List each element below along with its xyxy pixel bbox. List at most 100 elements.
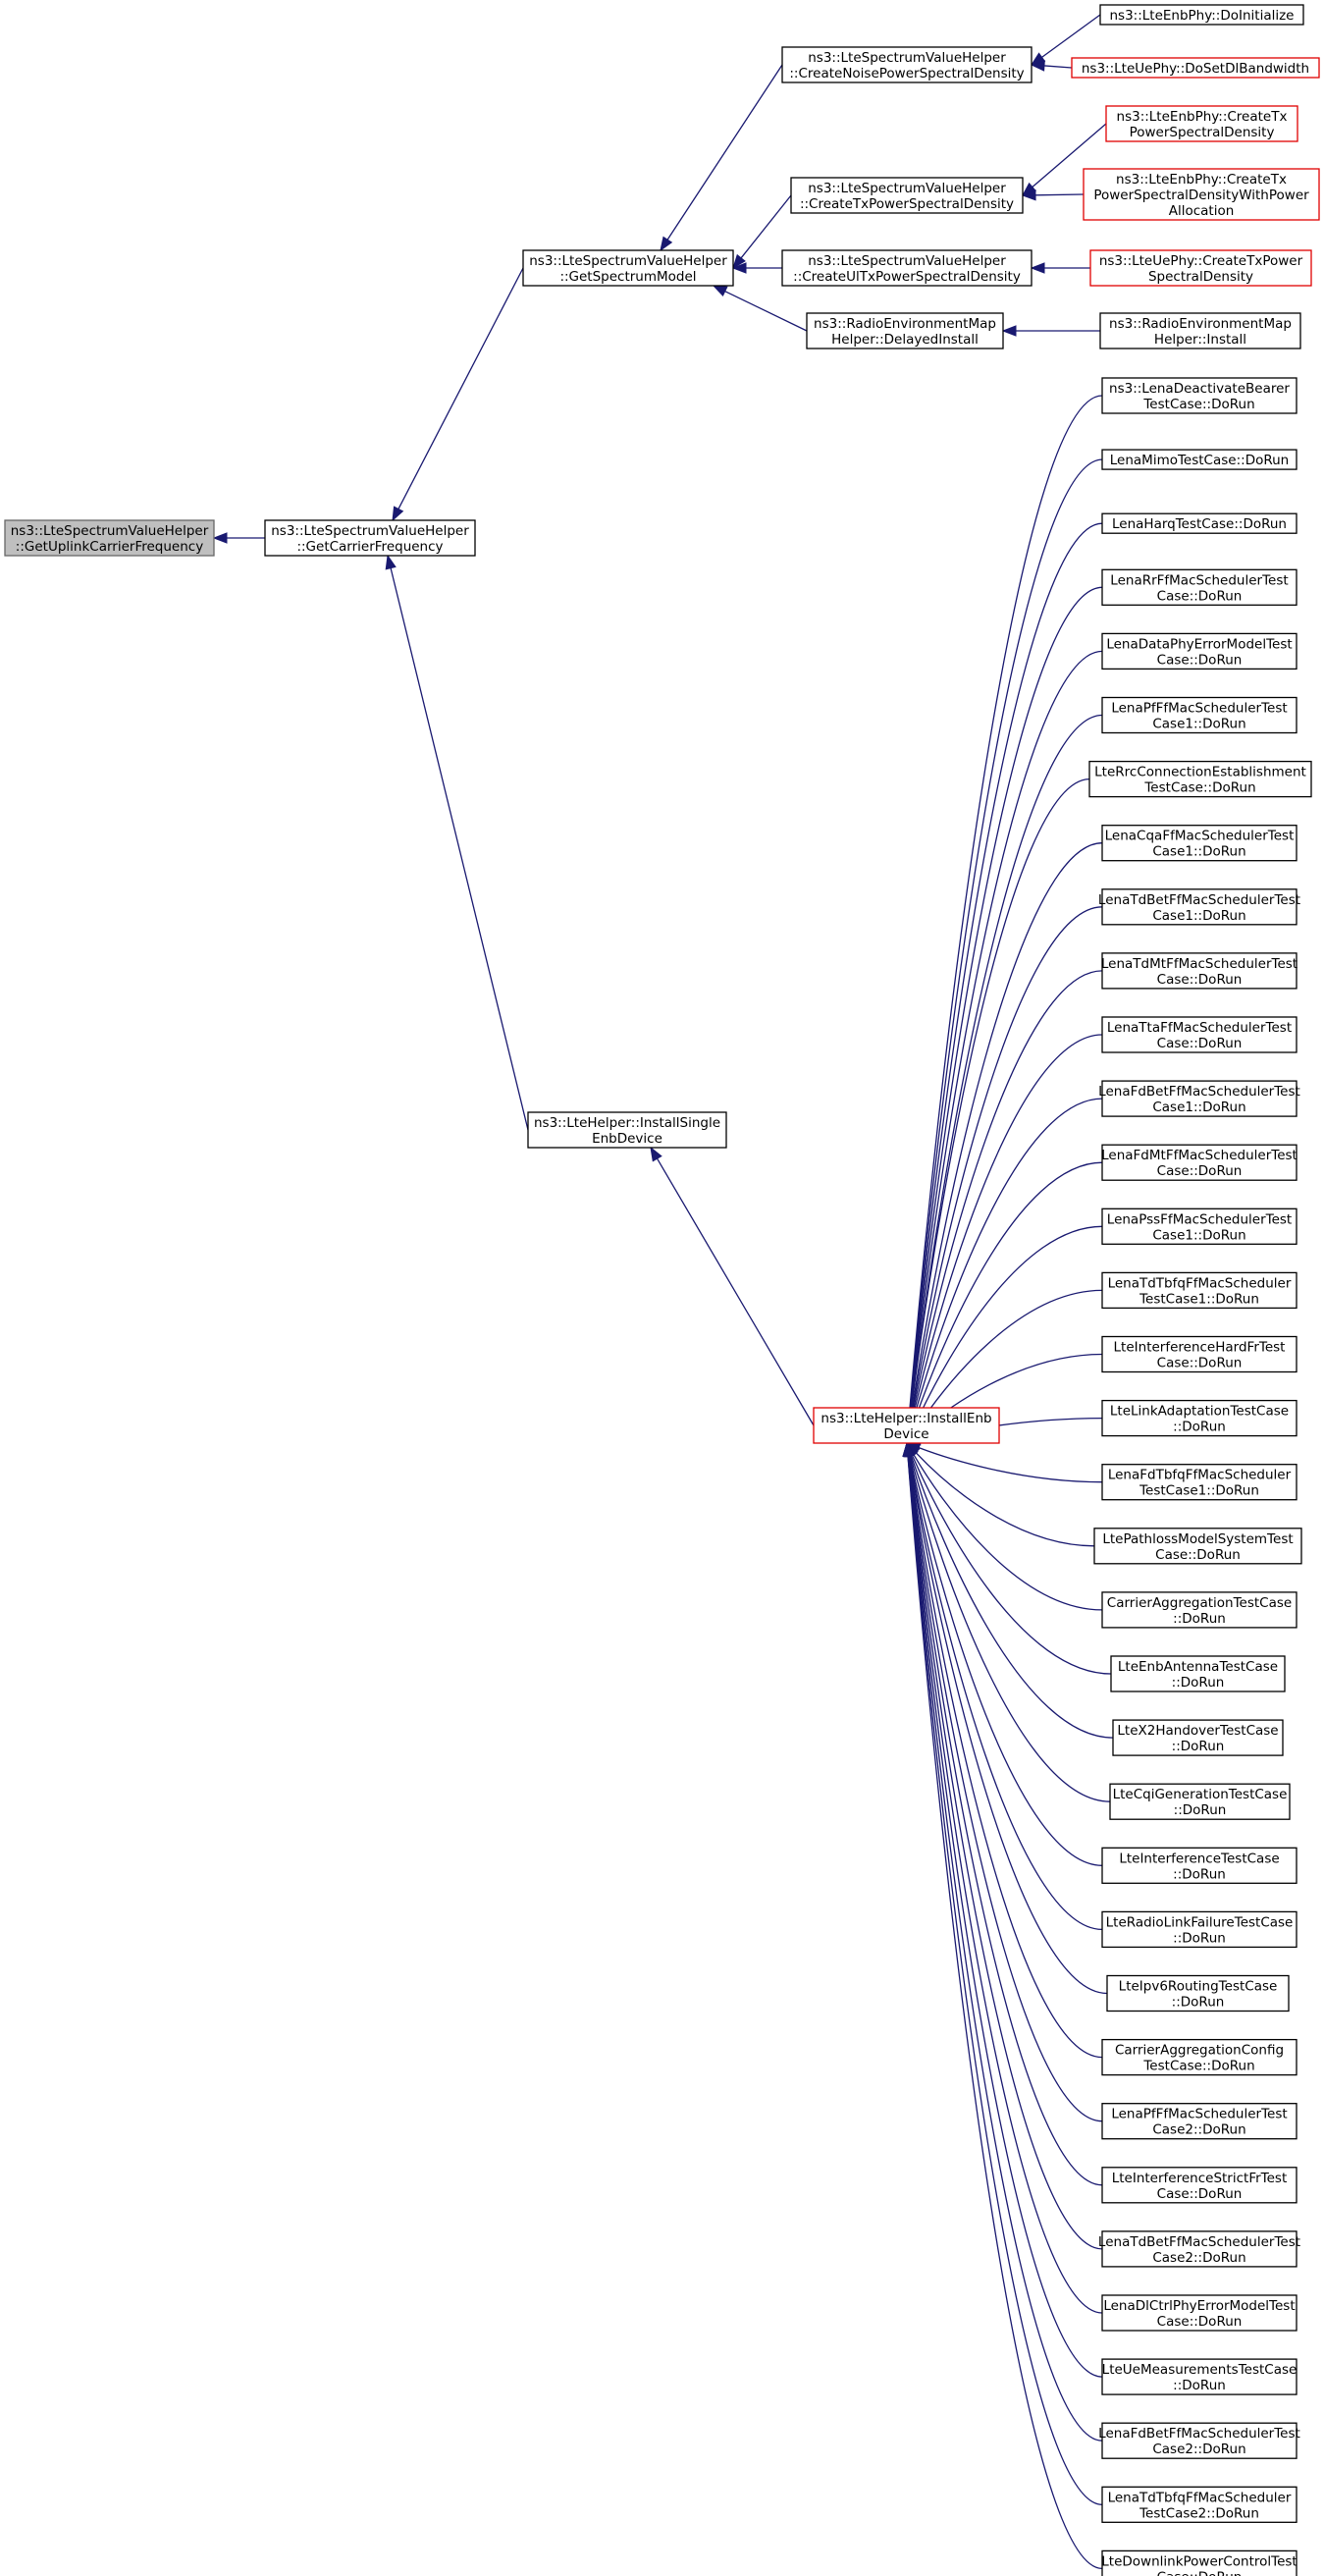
node-label-line: Case1::DoRun xyxy=(1152,717,1245,732)
node-box xyxy=(1099,312,1301,349)
node-label-line: EnbDevice xyxy=(592,1131,662,1147)
nodes-layer: ns3::LteSpectrumValueHelper::GetUplinkCa… xyxy=(4,4,1320,2576)
node-box xyxy=(1101,888,1298,926)
node-label-line: LenaRrFfMacSchedulerTest xyxy=(1110,572,1288,588)
function-node[interactable]: ns3::RadioEnvironmentMapHelper::DelayedI… xyxy=(806,312,1004,349)
edge-t23-n8 xyxy=(909,1455,1103,1866)
node-box xyxy=(1101,825,1298,862)
root-function-node: ns3::LteSpectrumValueHelper::GetUplinkCa… xyxy=(4,519,215,557)
node-label-line: Helper::DelayedInstall xyxy=(831,332,979,348)
node-box xyxy=(1101,2294,1298,2332)
function-node[interactable]: ns3::LteSpectrumValueHelper::GetSpectrum… xyxy=(522,249,734,287)
node-label-line: CarrierAggregationConfig xyxy=(1115,2043,1284,2059)
edge-t2-n8 xyxy=(907,522,1103,1431)
edge-t10-n8 xyxy=(909,1034,1103,1431)
edge-t26-n8 xyxy=(908,1455,1103,2059)
node-label-line: TestCase::DoRun xyxy=(1143,780,1255,796)
function-node[interactable]: ns3::LteUePhy::DoSetDlBandwidth xyxy=(1071,57,1320,79)
arrowhead-n13-n6 xyxy=(1030,262,1045,274)
edge-t24-n8 xyxy=(908,1455,1103,1931)
node-box xyxy=(1101,1464,1298,1501)
node-box xyxy=(781,46,1033,83)
function-node[interactable]: LteIpv6RoutingTestCase::DoRun xyxy=(1106,1974,1290,2012)
function-node[interactable]: ns3::LteSpectrumValueHelper::GetCarrierF… xyxy=(264,519,476,557)
node-label-line: Case1::DoRun xyxy=(1152,844,1245,860)
function-node[interactable]: ns3::LteEnbPhy::DoInitialize xyxy=(1099,4,1304,26)
node-label-line: Case::DoRun xyxy=(1157,2314,1243,2330)
function-node[interactable]: LteLinkAdaptationTestCase::DoRun xyxy=(1101,1399,1298,1437)
function-node[interactable]: LteCqiGenerationTestCase::DoRun xyxy=(1109,1783,1291,1820)
edge-t32-n8 xyxy=(907,1455,1103,2442)
node-label-line: LteRrcConnectionEstablishment xyxy=(1094,765,1306,780)
function-node[interactable]: LteInterferenceTestCase::DoRun xyxy=(1101,1847,1298,1884)
node-label-line: Device xyxy=(883,1426,928,1442)
node-label-line: LenaTdBetFfMacSchedulerTest xyxy=(1098,2234,1300,2250)
node-label-line: LteUeMeasurementsTestCase xyxy=(1102,2362,1298,2378)
function-node[interactable]: ns3::LteUePhy::CreateTxPowerSpectralDens… xyxy=(1089,249,1312,287)
function-node[interactable]: LteRadioLinkFailureTestCase::DoRun xyxy=(1101,1910,1298,1949)
node-label-line: Case2::DoRun xyxy=(1152,2250,1245,2266)
function-node[interactable]: LteDownlinkPowerControlTestCase::DoRun xyxy=(1101,2549,1298,2576)
arrowhead-n5-n2 xyxy=(732,253,746,270)
node-label-line: PowerSpectralDensityWithPower xyxy=(1093,188,1309,203)
node-box xyxy=(1109,1783,1291,1820)
edge-t34-n8 xyxy=(907,1455,1103,2570)
function-node[interactable]: ns3::LteEnbPhy::CreateTxPowerSpectralDen… xyxy=(1105,105,1298,142)
node-label-line: TestCase1::DoRun xyxy=(1139,1291,1259,1307)
function-node[interactable]: CarrierAggregationTestCase::DoRun xyxy=(1101,1591,1298,1629)
node-label-line: ::CreateUlTxPowerSpectralDensity xyxy=(793,269,1021,285)
function-node[interactable]: LteRrcConnectionEstablishmentTestCase::D… xyxy=(1088,760,1312,798)
node-label-line: Case2::DoRun xyxy=(1152,2442,1245,2457)
function-node[interactable]: LteX2HandoverTestCase::DoRun xyxy=(1112,1719,1284,1756)
node-box xyxy=(1101,2038,1298,2076)
node-box xyxy=(1101,632,1298,671)
node-label-line: ns3::LteEnbPhy::DoInitialize xyxy=(1109,8,1294,24)
function-node[interactable]: ns3::LteSpectrumValueHelper::CreateTxPow… xyxy=(790,177,1024,214)
edge-t13-n8 xyxy=(911,1225,1103,1432)
edge-n2-n1 xyxy=(397,267,524,510)
function-node[interactable]: LenaMimoTestCase::DoRun xyxy=(1101,449,1298,470)
node-box xyxy=(1099,4,1304,26)
node-label-line: CarrierAggregationTestCase xyxy=(1107,1595,1292,1611)
function-node[interactable]: ns3::LteSpectrumValueHelper::CreateUlTxP… xyxy=(781,249,1033,287)
function-node[interactable]: LenaHarqTestCase::DoRun xyxy=(1101,512,1298,534)
node-label-line: LenaPssFfMacSchedulerTest xyxy=(1107,1211,1292,1227)
arrowhead-n6-n2 xyxy=(731,262,747,274)
function-node[interactable]: ns3::LteEnbPhy::CreateTxPowerSpectralDen… xyxy=(1083,168,1320,221)
node-box xyxy=(1101,2486,1298,2523)
function-node[interactable]: LteEnbAntennaTestCase::DoRun xyxy=(1110,1655,1286,1692)
node-box xyxy=(790,177,1024,214)
function-node[interactable]: ns3::LteSpectrumValueHelper::CreateNoise… xyxy=(781,46,1033,83)
edge-t33-n8 xyxy=(907,1455,1103,2505)
node-label-line: Case2::DoRun xyxy=(1152,2122,1245,2138)
edge-t11-n8 xyxy=(909,1098,1103,1431)
node-box xyxy=(1101,1080,1298,1117)
function-node[interactable]: LteUeMeasurementsTestCase::DoRun xyxy=(1101,2358,1298,2395)
edges-layer xyxy=(212,14,1114,2570)
